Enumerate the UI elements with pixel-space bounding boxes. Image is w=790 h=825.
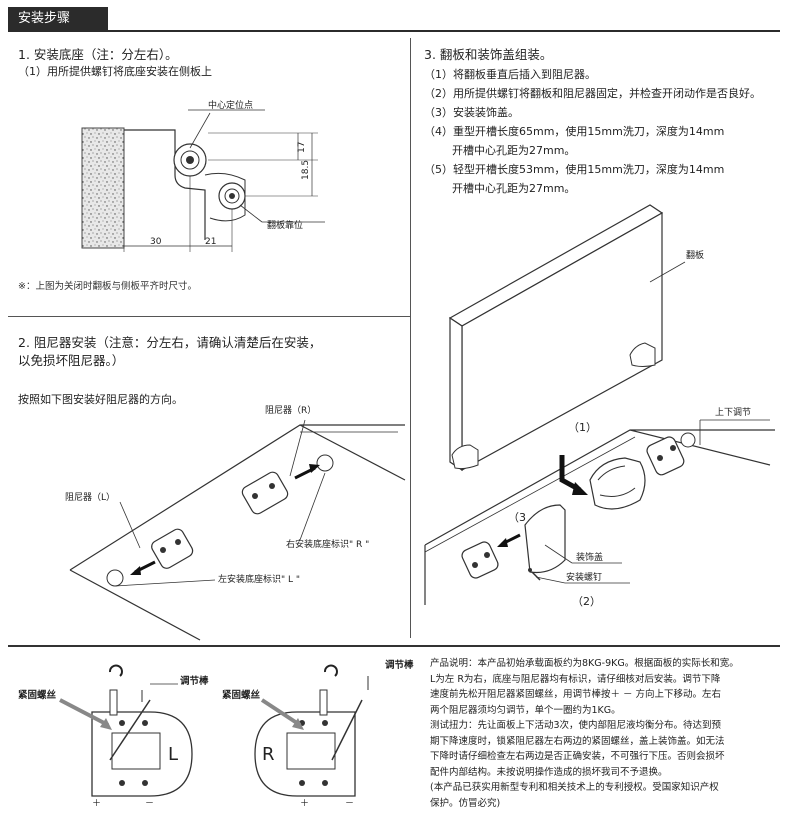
label-mark-r: 右安装底座标识" R " <box>286 538 369 550</box>
label-tight-screw-right: 紧固螺丝 <box>222 689 261 701</box>
step2-heading-line1: 2. 阻尼器安装（注意：分左右，请确认清楚后在安装， <box>18 335 322 350</box>
svg-text:－: － <box>145 799 154 809</box>
desc-line-1: 产品说明：本产品初始承载面板约为8KG-9KG。根据面板的实际长和宽。 <box>430 658 739 669</box>
base-mount-diagram: 中心定位点 翻板靠位 17 18.5 30 21 <box>81 99 325 252</box>
step3-line-6: （5）轻型开槽长度53mm，使用15mm洗刀，深度为14mm <box>424 163 725 176</box>
svg-text:＋: ＋ <box>300 798 309 809</box>
horizontal-divider <box>8 316 410 317</box>
desc-line-3: 速度前先松开阻尼器紧固螺丝，用调节棒按＋ － 方向上下移动。左右 <box>430 689 722 700</box>
desc-line-10: 保护。仿冒必究) <box>430 797 501 809</box>
desc-line-9: (本产品已获实用新型专利和相关技术上的专利授权。受国家知识产权 <box>430 782 719 793</box>
label-center-point: 中心定位点 <box>208 99 253 111</box>
step3-line-2: （2）用所提供螺钉将翻板和阻尼器固定，并检查开闭动作是否良好。 <box>424 87 761 100</box>
flap-assembly-diagram: 翻板 上下调节 （1） （3 （2） 装饰盖 安装螺钉 <box>424 204 775 608</box>
step1-note: ※：上图为关闭时翻板与侧板平齐时尺寸。 <box>18 281 197 292</box>
title-rule <box>8 30 780 32</box>
step2-heading-line2: 以免损坏阻尼器。） <box>18 353 125 368</box>
step1-heading: 1. 安装底座（注：分左右）。 <box>18 47 178 62</box>
bottom-divider <box>8 645 780 647</box>
label-damper-r: 阻尼器（R） <box>265 405 316 416</box>
label-right-side: R <box>262 744 275 765</box>
label-adjust-rod-left: 调节棒 <box>180 675 209 687</box>
damper-install-diagram: 阻尼器（R） 阻尼器（L） 右安装底座标识" R " 左安装底座标识" L " <box>65 405 406 641</box>
section-title: 安装步骤 <box>8 7 108 31</box>
label-flap-stop: 翻板靠位 <box>267 219 303 231</box>
label-flap: 翻板 <box>686 249 704 261</box>
label-left-side: L <box>168 744 178 765</box>
dim-18-5: 18.5 <box>301 160 311 180</box>
product-description: 产品说明：本产品初始承载面板约为8KG-9KG。根据面板的实际长和宽。 L为左 … <box>430 656 782 811</box>
label-damper-l: 阻尼器（L） <box>65 492 115 503</box>
label-step-2: （2） <box>572 595 601 608</box>
desc-line-6: 期下降速度时，锁紧阻尼器左右两边的紧固螺丝，盖上装饰盖。如无法 <box>430 735 725 747</box>
damper-adjust-diagram: ＋ － ＋ － 调节棒 调节棒 紧固螺丝 紧固螺丝 L R <box>18 659 414 809</box>
desc-line-2: L为左 R为右，底座与阻尼器均有标识，请仔细核对后安装。调节下降 <box>430 673 721 685</box>
label-step-1: （1） <box>568 421 597 434</box>
step3-line-5: 开槽中心孔距为27mm。 <box>452 144 576 157</box>
label-step-3: （3 <box>508 511 526 524</box>
step3-line-3: （3）安装装饰盖。 <box>424 106 519 119</box>
svg-text:－: － <box>345 799 354 809</box>
step1-text: （1）用所提供螺钉将底座安装在侧板上 <box>18 65 212 78</box>
step3-heading: 3. 翻板和装饰盖组装。 <box>424 47 553 62</box>
label-updown-adjust: 上下调节 <box>715 407 751 418</box>
label-mark-l: 左安装底座标识" L " <box>218 573 300 585</box>
step3-line-1: （1）将翻板垂直后插入到阻尼器。 <box>424 68 596 81</box>
dim-30: 30 <box>150 237 162 247</box>
dim-21: 21 <box>205 237 216 247</box>
label-tight-screw-left: 紧固螺丝 <box>18 689 57 701</box>
dim-17: 17 <box>297 142 307 153</box>
label-adjust-rod-right: 调节棒 <box>385 659 414 671</box>
vertical-divider <box>410 38 411 638</box>
label-decor-cover: 装饰盖 <box>576 551 603 563</box>
desc-line-4: 两个阻尼器须均匀调节，单个一圈约为1KG。 <box>430 704 621 716</box>
step3-line-4: （4）重型开槽长度65mm，使用15mm洗刀，深度为14mm <box>424 125 725 138</box>
desc-line-7: 下降时请仔细检查左右两边是否正确安装，不可强行下压。否则会损坏 <box>430 751 725 762</box>
desc-line-8: 配件内部结构。未按说明操作造成的损坏我司不予退换。 <box>430 766 668 778</box>
step3-line-7: 开槽中心孔距为27mm。 <box>452 182 576 195</box>
desc-line-5: 测试扭力：先让面板上下活动3次，使内部阻尼液均衡分布。待达到预 <box>430 720 722 731</box>
step2-instruction: 按照如下图安装好阻尼器的方向。 <box>18 393 183 406</box>
svg-text:＋: ＋ <box>92 798 101 809</box>
label-mount-screw: 安装螺钉 <box>566 571 602 583</box>
